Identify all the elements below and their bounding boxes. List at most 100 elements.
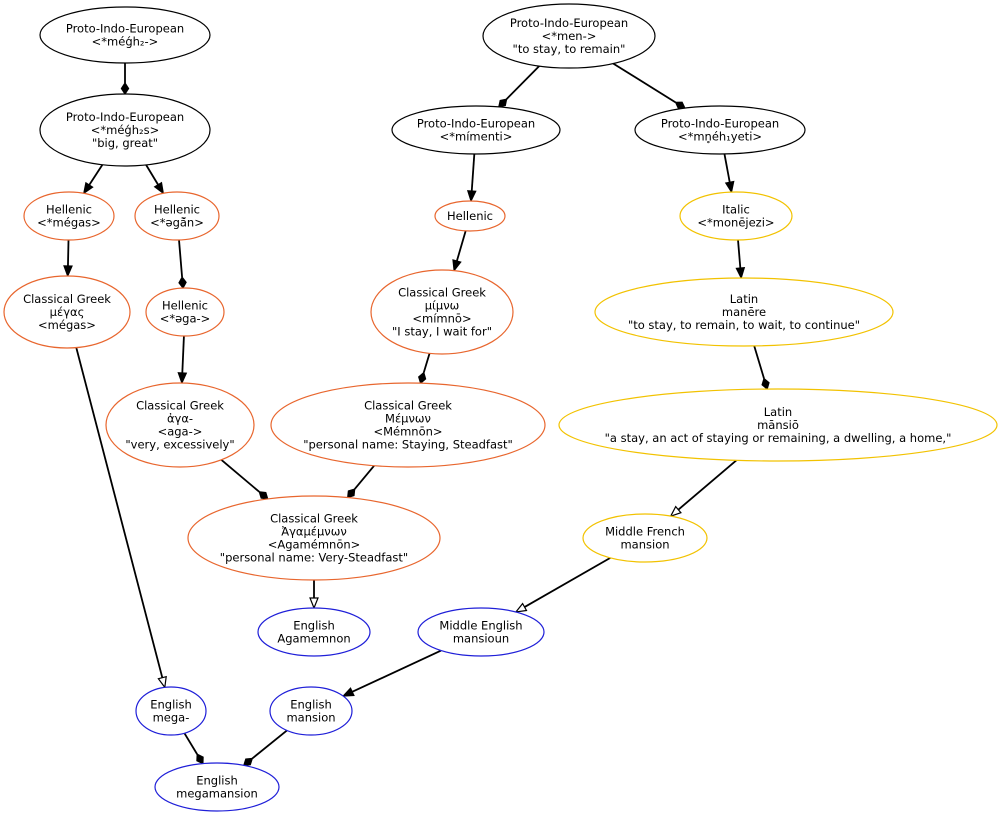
edge-line <box>505 65 540 100</box>
edge <box>669 459 737 518</box>
node-label-line: mānsiō <box>757 418 799 432</box>
node-ellipse <box>582 513 708 563</box>
node-label-line: <*monējezi> <box>697 216 774 230</box>
node-label-line: <*əgā̆n> <box>150 216 204 230</box>
arrow-head <box>735 267 746 280</box>
node-layer: Proto-Indo-European<*méǵh₂->Proto-Indo-E… <box>3 3 998 812</box>
node-ellipse <box>482 3 656 69</box>
node-label-line: Classical Greek <box>364 399 452 413</box>
node-ellipse <box>39 6 211 64</box>
node-label-line: "to stay, to remain" <box>513 42 626 56</box>
node-label-line: mega- <box>153 711 190 725</box>
edge-line <box>178 239 183 278</box>
arrow-head <box>63 265 73 278</box>
node-ellipse <box>370 269 514 355</box>
arrow-head <box>724 180 735 194</box>
node-ellipse <box>257 607 371 657</box>
arrow-head <box>82 181 94 195</box>
edge-line <box>351 649 442 693</box>
edge-line <box>181 335 185 374</box>
node-label-line: <*men-> <box>542 29 597 43</box>
edge-line <box>737 239 742 269</box>
diamond-head <box>761 377 770 391</box>
node-label-line: Italic <box>722 203 750 217</box>
node-ita_moneje: Italic<*monējezi> <box>679 191 793 241</box>
node-label-line: mansioun <box>453 632 509 646</box>
node-label-line: "very, excessively" <box>125 438 234 452</box>
node-hel_megas: Hellenic<*mégas> <box>23 191 115 241</box>
node-label-line: <*mégas> <box>37 216 101 230</box>
node-label-line: English <box>150 698 192 712</box>
node-label-line: "a stay, an act of staying or remaining,… <box>605 431 952 445</box>
edge <box>242 729 288 767</box>
node-ellipse <box>105 382 255 468</box>
node-label-line: Hellenic <box>162 299 208 313</box>
edge <box>753 345 770 391</box>
node-ellipse <box>187 495 441 581</box>
node-label-line: Middle French <box>605 525 685 539</box>
diamond-head <box>498 98 508 108</box>
node-pie_megh2s: Proto-Indo-European<*méǵh₂s>"big, great" <box>39 93 211 167</box>
edge-line <box>251 729 288 760</box>
node-ellipse <box>417 607 545 657</box>
node-ellipse <box>3 275 131 349</box>
open-arrow-head <box>309 597 319 610</box>
diamond-head <box>178 276 187 290</box>
node-label-line: <*mímenti> <box>440 130 513 144</box>
edge <box>466 153 477 203</box>
edge-line <box>677 459 737 511</box>
node-ellipse <box>23 191 115 241</box>
node-label-line: Ἀγαμέμνων <box>281 525 347 539</box>
edge-line <box>422 353 431 373</box>
diamond-head <box>242 757 254 767</box>
arrow-head <box>466 190 477 203</box>
node-ellipse <box>634 105 806 155</box>
node-label-line: Hellenic <box>447 209 493 223</box>
edge <box>498 65 540 108</box>
edge <box>418 353 431 385</box>
node-label-line: <mégas> <box>38 318 96 332</box>
node-label-line: Proto-Indo-European <box>510 16 628 30</box>
edge <box>309 580 319 610</box>
diamond-head <box>674 101 686 109</box>
node-label-line: Latin <box>764 405 792 419</box>
edge <box>612 62 686 109</box>
edge-line <box>354 465 375 490</box>
node-ellipse <box>145 287 225 337</box>
edge <box>177 335 188 385</box>
node-label-line: "personal name: Staying, Steadfast" <box>303 438 513 452</box>
edge-line <box>183 732 198 755</box>
node-ellipse <box>391 105 561 155</box>
node-label-line: <aga-> <box>158 425 203 439</box>
edge <box>723 153 735 194</box>
edge <box>63 239 73 278</box>
node-label-line: "to stay, to remain, to wait, to continu… <box>628 318 860 332</box>
node-pie_mimenti: Proto-Indo-European<*mímenti> <box>391 105 561 155</box>
edge <box>735 239 746 280</box>
edge-line <box>753 345 765 379</box>
node-label-line: Middle English <box>439 619 522 633</box>
node-label-line: Proto-Indo-European <box>66 22 184 36</box>
node-label-line: Μέμνων <box>385 412 431 426</box>
node-label-line: English <box>290 698 332 712</box>
node-label-line: Agamemnon <box>277 632 350 646</box>
node-ellipse <box>135 686 207 736</box>
node-ellipse <box>434 200 506 232</box>
node-label-line: megamansion <box>176 787 258 801</box>
node-label-line: ἀγα- <box>167 412 193 426</box>
edge <box>452 230 467 273</box>
node-hel_aga: Hellenic<*əga-> <box>145 287 225 337</box>
node-label-line: Hellenic <box>46 203 92 217</box>
edge <box>82 164 104 195</box>
edge-line <box>220 459 260 493</box>
node-ellipse <box>134 191 220 241</box>
edge-layer <box>63 62 770 767</box>
